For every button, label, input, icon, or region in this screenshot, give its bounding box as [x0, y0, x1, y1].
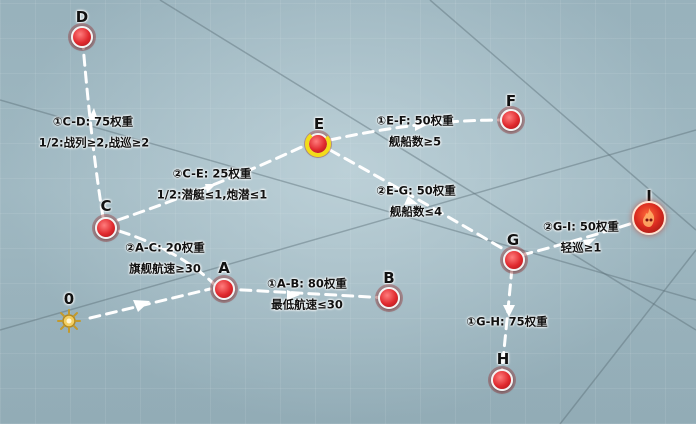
route-label-eg-condition: 舰船数≤4	[389, 204, 443, 219]
arrow-a-b	[287, 290, 300, 300]
node-h[interactable]	[491, 369, 513, 391]
selected-node-ring	[305, 131, 331, 157]
route-a-c	[114, 228, 218, 288]
route-label-ce-condition: 1/2:潜艇≤1,炮潜≤1	[156, 187, 268, 202]
route-e-g	[328, 148, 507, 252]
route-a-b	[222, 287, 390, 300]
node-label-a: A	[218, 259, 230, 277]
route-label-ac-condition: 旗舰航速≥30	[129, 261, 201, 276]
node-a[interactable]	[213, 278, 235, 300]
node-g[interactable]	[503, 249, 525, 271]
arrow-e-g	[404, 196, 418, 205]
node-label-i: I	[646, 187, 652, 205]
node-label-f: F	[505, 92, 517, 110]
arrow-e-f	[415, 121, 427, 131]
flame-icon	[643, 208, 655, 227]
route-label-cd-weight: ①C-D: 75权重	[52, 114, 134, 129]
node-label-e: E	[313, 115, 325, 133]
route-label-eg-weight: ②E-G: 50权重	[376, 183, 456, 198]
arrow-a-c	[160, 248, 176, 255]
boss-node-i[interactable]	[632, 201, 666, 235]
route-c-e	[116, 143, 308, 222]
node-label-h: H	[496, 350, 510, 368]
node-label-b: B	[383, 269, 395, 287]
node-f[interactable]	[500, 109, 522, 131]
route-g-i	[520, 220, 638, 257]
route-c-d	[81, 43, 105, 219]
route-g-h	[500, 266, 514, 372]
route-label-gi-weight: ②G-I: 50权重	[543, 219, 619, 234]
arrow-c-d	[88, 108, 98, 120]
route-label-ab-weight: ①A-B: 80权重	[267, 276, 347, 291]
arrow-start-a	[133, 300, 150, 312]
node-label-start: 0	[63, 290, 75, 308]
route-label-ac-weight: ②A-C: 20权重	[125, 240, 205, 255]
arrow-g-h	[503, 305, 515, 317]
start-compass-icon[interactable]	[57, 309, 81, 333]
arrow-g-i	[583, 238, 596, 248]
route-label-ce-weight: ②C-E: 25权重	[172, 166, 252, 181]
node-label-g: G	[506, 231, 520, 249]
route-label-gi-condition: 轻巡≥1	[560, 240, 602, 255]
node-label-c: C	[100, 197, 112, 215]
node-b[interactable]	[378, 287, 400, 309]
node-d[interactable]	[71, 26, 93, 48]
route-label-ef-condition: 舰船数≥5	[388, 134, 442, 149]
arrow-c-e	[205, 184, 216, 193]
route-label-gh-weight: ①G-H: 75权重	[466, 314, 548, 329]
node-label-d: D	[75, 8, 89, 26]
route-start-a	[88, 287, 212, 320]
route-label-ef-weight: ①E-F: 50权重	[376, 113, 454, 128]
node-c[interactable]	[95, 217, 117, 239]
route-label-cd-condition: 1/2:战列≥2,战巡≥2	[38, 135, 150, 150]
route-label-ab-condition: 最低航速≤30	[271, 297, 343, 312]
